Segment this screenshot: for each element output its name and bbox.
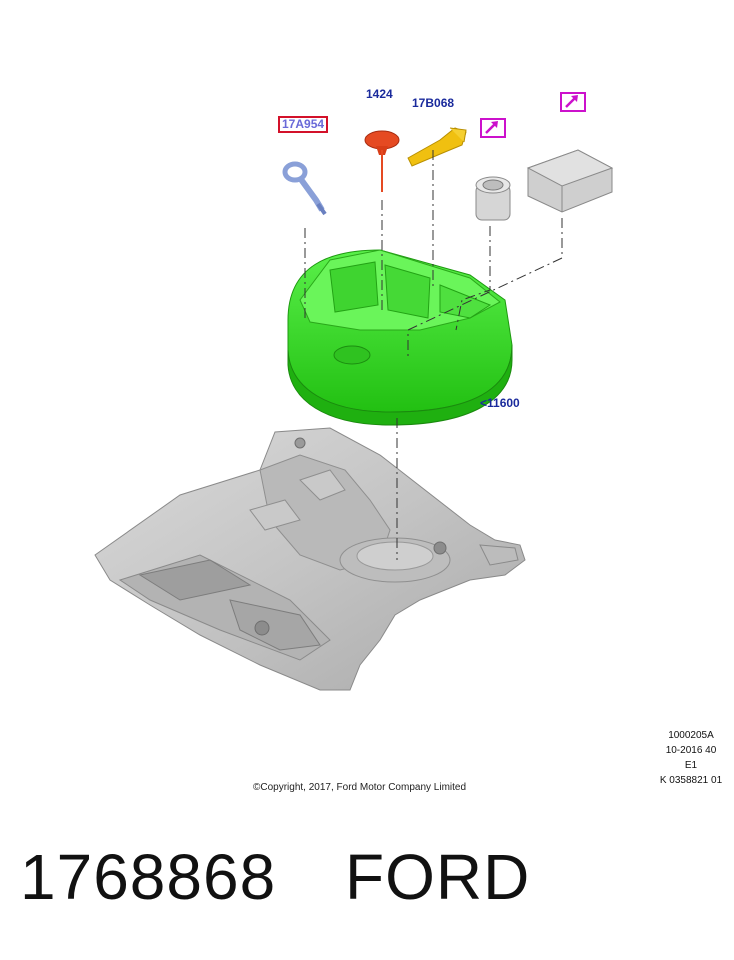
spare-wheel-tray (287, 249, 513, 426)
revision-block: 1000205A 10-2016 40 E1 K 0358821 01 (648, 728, 734, 788)
new-part-box (560, 92, 586, 112)
callout-11600: <11600 (480, 396, 520, 410)
new-part-arrow-icon (565, 95, 578, 108)
brand-name: FORD (345, 841, 531, 913)
callout-17b068: 17B068 (412, 96, 455, 110)
part-number: 1768868 (20, 841, 277, 913)
copyright-notice: ©Copyright, 2017, Ford Motor Company Lim… (253, 782, 467, 793)
floor-pan (94, 427, 526, 691)
jack-wrench-part (407, 127, 467, 167)
compressor-canister-part (475, 176, 511, 221)
new-part-box (480, 118, 506, 138)
revision-line: K 0358821 01 (659, 775, 723, 786)
callout-1424: 1424 (366, 87, 393, 101)
revision-line: 1000205A (668, 730, 714, 741)
wheel-bolt-part (364, 130, 400, 192)
revision-line: 10-2016 40 (665, 745, 717, 756)
tow-eye-part (282, 161, 327, 216)
callout-17a954: 17A954 (278, 116, 329, 133)
revision-line: E1 (684, 760, 698, 771)
sealant-kit-part (526, 149, 614, 213)
new-part-arrow-icon (485, 121, 498, 134)
leader-lines (304, 150, 563, 560)
